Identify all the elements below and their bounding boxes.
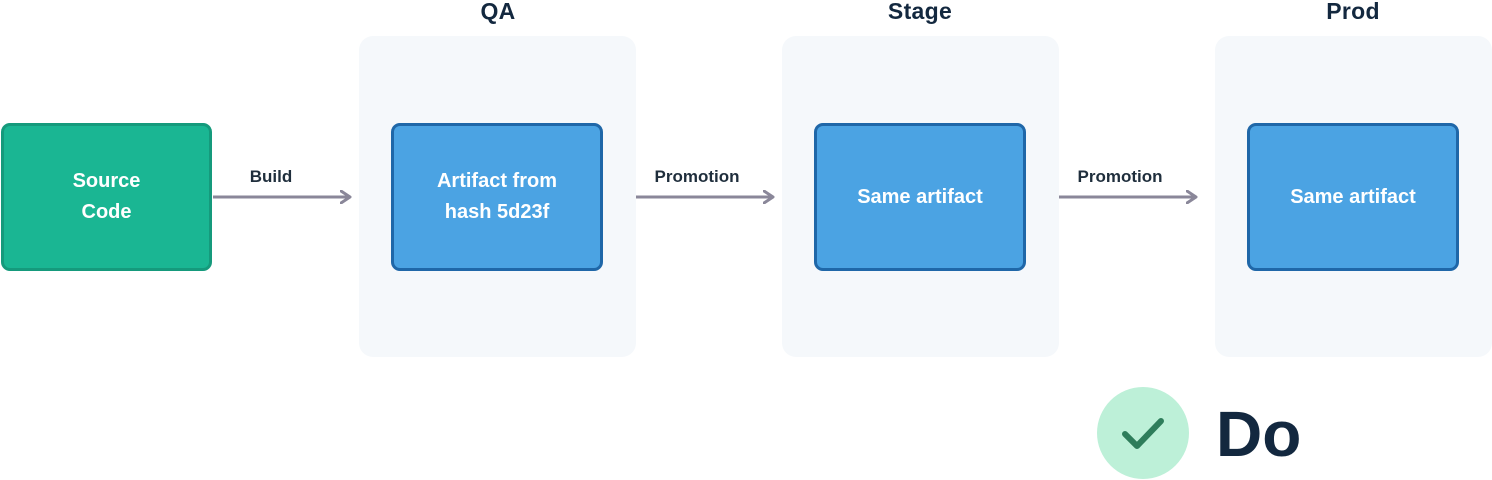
arrow-label-build: Build — [249, 167, 293, 186]
arrow-label-promotion-2: Promotion — [1077, 167, 1163, 186]
source-code-label: Source Code — [72, 170, 141, 223]
source-code-node: Source Code — [1, 123, 212, 271]
artifact-label-stage: Same artifact — [857, 185, 983, 208]
checkmark-icon — [1122, 418, 1164, 449]
checkmark-badge — [1097, 387, 1189, 479]
artifact-node-prod: Same artifact — [1247, 123, 1459, 271]
artifact-node-qa: Artifact from hash 5d23f — [391, 123, 603, 271]
stage-title-qa: QA — [480, 0, 516, 24]
stage-title-stage: Stage — [887, 0, 953, 24]
verdict-label: Do — [1216, 398, 1302, 470]
arrow-label-promotion-1: Promotion — [654, 167, 740, 186]
artifact-label-prod: Same artifact — [1290, 185, 1416, 208]
stage-title-prod: Prod — [1326, 0, 1380, 24]
artifact-label-qa: Artifact from hash 5d23f — [436, 170, 557, 223]
artifact-node-stage: Same artifact — [814, 123, 1026, 271]
